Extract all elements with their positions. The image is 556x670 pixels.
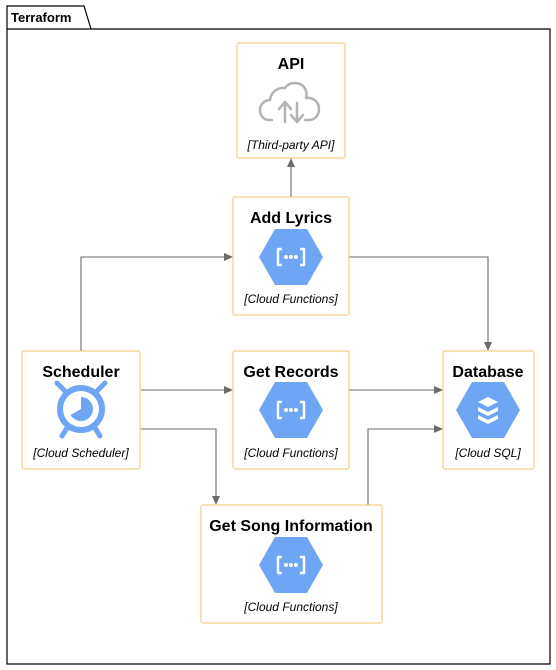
cloud-sql-icon bbox=[456, 382, 520, 438]
cloud-functions-icon bbox=[259, 229, 323, 285]
node-get-song-information-tech: [Cloud Functions] bbox=[243, 600, 338, 614]
cloud-scheduler-icon bbox=[54, 380, 108, 439]
edge-scheduler-to-add-lyrics bbox=[80, 253, 233, 351]
node-api[interactable]: API [Third-party API] bbox=[236, 42, 346, 159]
node-scheduler-title: Scheduler bbox=[42, 364, 119, 381]
node-add-lyrics-tech: [Cloud Functions] bbox=[243, 292, 338, 306]
node-get-records-title: Get Records bbox=[243, 364, 338, 381]
node-database-tech: [Cloud SQL] bbox=[454, 446, 521, 460]
terraform-frame: Terraform bbox=[6, 5, 551, 665]
cloud-functions-icon bbox=[259, 382, 323, 438]
node-api-tech: [Third-party API] bbox=[247, 138, 336, 152]
node-add-lyrics[interactable]: Add Lyrics [Cloud Functions] bbox=[232, 196, 350, 316]
edge-get-song-information-to-database bbox=[367, 425, 443, 505]
node-get-records[interactable]: Get Records [Cloud Functions] bbox=[232, 350, 350, 470]
node-add-lyrics-title: Add Lyrics bbox=[250, 210, 332, 227]
cloud-upload-download-icon bbox=[258, 81, 321, 124]
edge-add-lyrics-to-api bbox=[287, 158, 295, 197]
node-database[interactable]: Database [Cloud SQL] bbox=[442, 350, 535, 470]
edge-scheduler-to-get-song-information bbox=[141, 428, 220, 505]
node-scheduler[interactable]: Scheduler [Cloud Scheduler] bbox=[21, 350, 141, 470]
node-get-song-information[interactable]: Get Song Information [Cloud Functions] bbox=[200, 504, 383, 624]
edges bbox=[80, 158, 492, 505]
cloud-functions-icon bbox=[259, 537, 323, 593]
frame-label: Terraform bbox=[11, 10, 71, 25]
frame-border bbox=[6, 28, 551, 665]
node-scheduler-tech: [Cloud Scheduler] bbox=[32, 446, 129, 460]
node-database-title: Database bbox=[452, 364, 523, 381]
edge-add-lyrics-to-database bbox=[349, 256, 492, 351]
frame-tab bbox=[6, 5, 92, 30]
edge-scheduler-to-get-records bbox=[141, 386, 233, 394]
node-get-song-information-title: Get Song Information bbox=[209, 518, 373, 535]
node-api-title: API bbox=[278, 56, 305, 73]
node-get-records-tech: [Cloud Functions] bbox=[243, 446, 338, 460]
edge-get-records-to-database bbox=[349, 386, 443, 394]
